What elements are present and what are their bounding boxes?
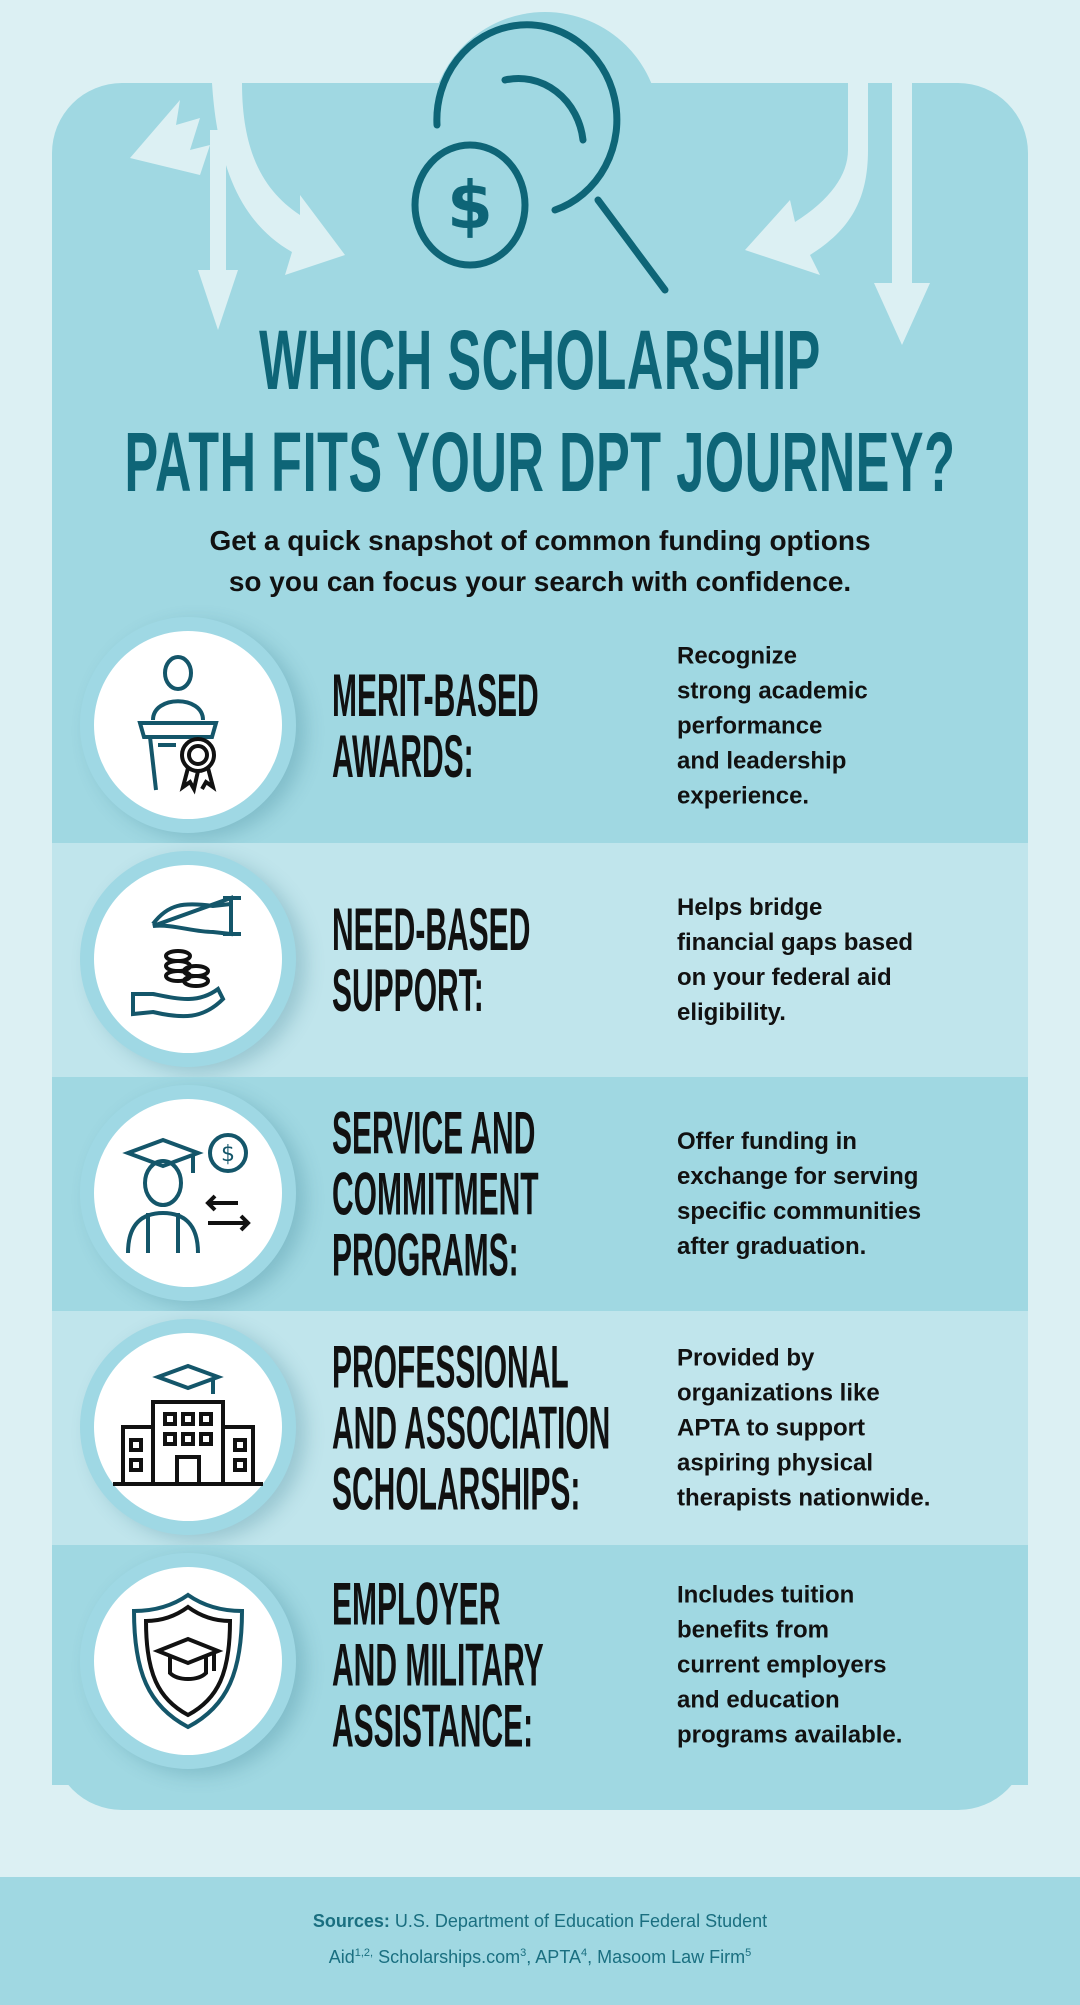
source-text: Aid [328,1947,355,1967]
source-text: , APTA [526,1947,581,1967]
subtitle-line2: so you can focus your search with confid… [228,566,852,597]
podium-award-icon [137,655,219,795]
left-arrow-icon [130,100,210,175]
curved-arrow-icon [212,83,345,275]
subtitle-line1: Get a quick snapshot of common funding o… [209,525,871,556]
sources-footer: Sources: U.S. Department of Education Fe… [0,1877,1080,2005]
footnote: 4 [580,1947,588,1959]
svg-text:$: $ [447,167,493,244]
decorative-arrows: $ [130,21,930,345]
footnote: 3 [520,1947,527,1959]
magnifier-dollar-icon: $ [411,21,669,294]
source-text: U.S. Department of Education Federal Stu… [394,1911,768,1931]
icon-circle: $ [80,1085,296,1301]
hands-coins-icon [131,895,241,1019]
page-title-line2: PATH FITS YOUR DPT JOURNEY? [124,415,956,509]
source-text: Scholarships.com [378,1947,521,1967]
sources-label: Sources: [312,1911,390,1931]
icon-circle [80,851,296,1067]
footnote: 1,2, [354,1947,374,1959]
sources-line2: Aid1,2, Scholarships.com3, APTA4, Masoom… [0,1947,1080,1968]
arrow-shaft-right [892,83,912,283]
arrow-shaft [210,130,226,270]
footnote: 5 [745,1947,752,1959]
icon-circle [80,1553,296,1769]
down-arrow-icon [198,270,238,330]
down-arrow-right-icon [874,283,930,345]
shield-cap-icon [131,1592,245,1730]
sources-line1: Sources: U.S. Department of Education Fe… [0,1911,1080,1932]
icon-circle [80,617,296,833]
icon-circle [80,1319,296,1535]
source-text: , Masoom Law Firm [587,1947,746,1967]
svg-text:$: $ [221,1142,235,1167]
university-building-icon [113,1363,263,1486]
page-subtitle: Get a quick snapshot of common funding o… [0,520,1080,602]
page-title-line1: WHICH SCHOLARSHIP [259,313,821,407]
curved-arrow-right-icon [745,83,868,275]
graduate-exchange-icon: $ [122,1133,251,1254]
